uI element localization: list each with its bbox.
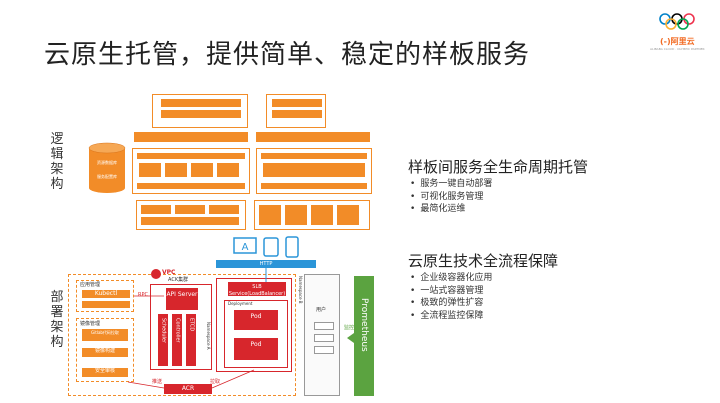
vpc-label: VPC xyxy=(162,269,176,276)
deployment-label: Deployment xyxy=(228,301,253,306)
bullet-item: 一站式容器管理 xyxy=(410,285,492,298)
section-1-heading: 样板间服务全生命周期托管 xyxy=(408,158,589,176)
deployment-architecture-label: 部署架构 xyxy=(50,290,64,350)
bullet-item: 全流程监控保障 xyxy=(410,310,492,323)
img-mgmt-label: 镜像管理 xyxy=(80,321,101,327)
api-server-box: API Server xyxy=(166,288,198,310)
right-service-panel xyxy=(256,148,372,194)
cloud-frame xyxy=(68,274,296,396)
page-title: 云原生托管，提供简单、稳定的样板服务 xyxy=(44,40,531,70)
audit-step: 安全审核 xyxy=(82,368,128,377)
logical-architecture-label: 逻辑架构 xyxy=(50,132,64,192)
ns-b-row-3 xyxy=(314,346,334,354)
kubectl-box: Kubectl xyxy=(82,290,130,298)
bullet-item: 极致的弹性扩容 xyxy=(410,297,492,310)
logical-diagram: 资源数据库 服务配置库 xyxy=(84,92,374,232)
monitor-label: 监控 xyxy=(344,325,355,331)
bullet-item: 可视化服务管理 xyxy=(410,191,492,204)
ns-b-row-1 xyxy=(314,322,334,330)
ack-label: ACK集群 xyxy=(168,277,189,283)
prometheus-bar: Prometheus xyxy=(354,276,374,396)
right-top-panel xyxy=(266,94,326,128)
section-2-bullets: 企业级容器化应用 一站式容器管理 极致的弹性扩容 全流程监控保障 xyxy=(410,272,492,322)
pull-label: 拉取 xyxy=(210,379,221,385)
pod-2: Pod xyxy=(234,338,278,360)
bullet-item: 服务一键自动部署 xyxy=(410,178,492,191)
img-mgmt-panel xyxy=(76,318,134,382)
etcd-box: ETCD xyxy=(186,314,196,366)
olympic-rings-logo xyxy=(658,12,704,32)
controller-box: Controller xyxy=(172,314,182,366)
namespace-a-panel xyxy=(216,278,292,372)
user-label: 用户 xyxy=(316,307,327,313)
control-plane-panel xyxy=(150,284,212,370)
vpc-icon xyxy=(150,266,174,280)
deploy-arrows xyxy=(127,268,354,389)
slb-box: SLB Service(LoadBalancer) xyxy=(228,282,286,297)
left-service-panel xyxy=(132,148,250,194)
ns-b-row-2 xyxy=(314,334,334,342)
bullet-item: 企业级容器化应用 xyxy=(410,272,492,285)
section-1-bullets: 服务一键自动部署 可视化服务管理 最简化运维 xyxy=(410,178,492,216)
push-label: 推送 xyxy=(152,379,163,385)
left-top-panel xyxy=(152,94,248,128)
http-bar: HTTP xyxy=(216,260,316,268)
db-label-2: 服务配置库 xyxy=(97,174,117,179)
db-label-1: 资源数据库 xyxy=(97,160,117,165)
svg-text:A: A xyxy=(242,242,249,253)
database-icon xyxy=(88,142,126,194)
brand-tagline: ALIBABA CLOUD · OLYMPIC PARTNER xyxy=(650,47,705,51)
app-mgmt-panel xyxy=(76,280,134,312)
bottom-right-panel xyxy=(254,200,370,230)
namespace-a-label: Namespace A xyxy=(206,322,211,350)
pod-1: Pod xyxy=(234,310,278,330)
gitlab-step: Gitlab代码拉取 xyxy=(82,329,128,341)
deploy-diagram: A HTTP VPC ACK集群 应用管理 Kubectl 镜像管理 Gitla… xyxy=(68,236,378,398)
scheduler-box: Scheduler xyxy=(158,314,168,366)
rpc-label: RPC xyxy=(138,292,148,298)
client-devices-icon: A xyxy=(232,236,308,258)
section-2-heading: 云原生技术全流程保障 xyxy=(408,252,559,270)
brand-logo-text: (-)阿里云 xyxy=(660,37,695,46)
bottom-left-panel xyxy=(136,200,246,230)
namespace-b-label: Namespace B xyxy=(298,276,303,304)
build-step: 镜像构建 xyxy=(82,348,128,357)
acr-box: ACR xyxy=(164,384,212,394)
deployment-panel xyxy=(224,300,288,368)
bullet-item: 最简化运维 xyxy=(410,203,492,216)
app-mgmt-label: 应用管理 xyxy=(80,282,101,288)
